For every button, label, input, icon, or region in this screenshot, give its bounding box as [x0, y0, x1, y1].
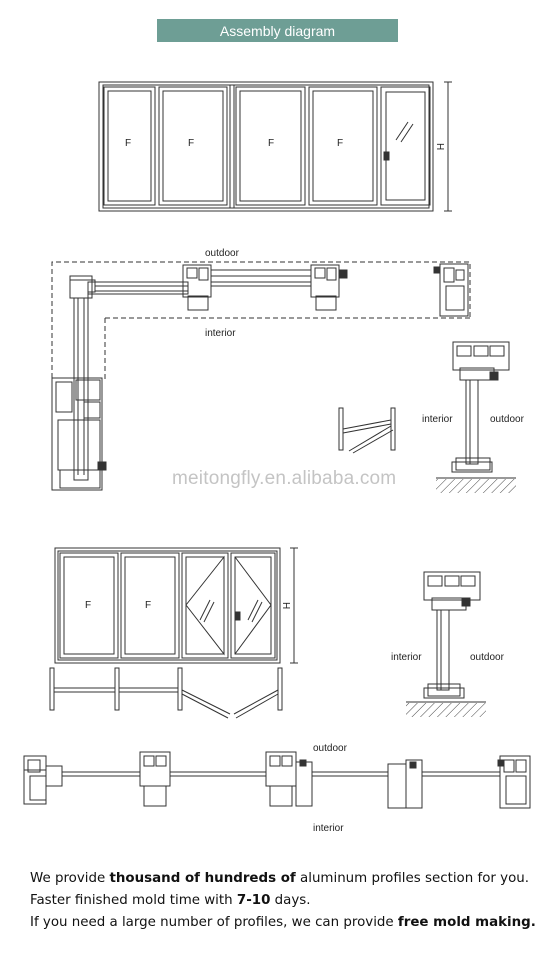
folding-diagram-2: [49, 667, 283, 719]
elevation-1-panel: [103, 86, 156, 206]
elevation-1-panel: [158, 86, 228, 206]
elevation-1: [98, 81, 452, 212]
elevation-1-panel-label: F: [188, 138, 194, 149]
section-2-interior-label: interior: [313, 823, 344, 834]
footer-line-2: Faster finished mold time with 7-10 days…: [30, 893, 311, 908]
mullion-1-outdoor-label: outdoor: [490, 414, 525, 425]
elevation-1-outer-frame: [98, 81, 434, 212]
mullion-2-outdoor-label: outdoor: [470, 652, 505, 663]
elevation-1-dimension-h: H: [434, 143, 445, 150]
section-2-outdoor-label: outdoor: [313, 743, 348, 754]
elevation-2-dimension-h: H: [280, 602, 291, 609]
elevation-1-panel-label: F: [125, 138, 131, 149]
elevation-2-panel-label: F: [85, 600, 91, 611]
section-1-outdoor-label: outdoor: [205, 248, 240, 259]
banner-title: Assembly diagram: [219, 22, 336, 39]
folding-diagram-1: [338, 407, 396, 454]
footer-line-3: If you need a large number of profiles, …: [30, 915, 536, 930]
door-handle-icon: [383, 151, 390, 161]
elevation-1-door: [380, 86, 431, 206]
watermark: meitongfly.en.alibaba.com: [172, 468, 397, 489]
elevation-2-outer-frame: [54, 547, 281, 664]
mullion-1-interior-label: interior: [422, 414, 453, 425]
mullion-detail-2: [406, 571, 486, 717]
elevation-1-panel: [235, 86, 306, 206]
footer-line-1: We provide thousand of hundreds of alumi…: [30, 871, 530, 886]
elevation-2-panel: [59, 552, 119, 659]
elevation-2-panel: [120, 552, 180, 659]
mullion-2-interior-label: interior: [391, 652, 422, 663]
elevation-2-door: [230, 552, 276, 659]
elevation-1-panel-label: F: [337, 138, 343, 149]
section-1: [51, 261, 471, 491]
elevation-2: [54, 547, 298, 664]
elevation-1-panel: [308, 86, 378, 206]
section-1-interior-label: interior: [205, 328, 236, 339]
mullion-detail-1: [436, 341, 516, 493]
assembly-diagram-banner: Assembly diagram: [157, 19, 398, 42]
elevation-2-door: [181, 552, 229, 659]
elevation-2-panel-label: F: [145, 600, 151, 611]
door-handle-icon: [234, 611, 241, 621]
section-2: [23, 751, 531, 809]
footer-text: We provide thousand of hundreds of alumi…: [30, 868, 550, 934]
elevation-1-panel-label: F: [268, 138, 274, 149]
